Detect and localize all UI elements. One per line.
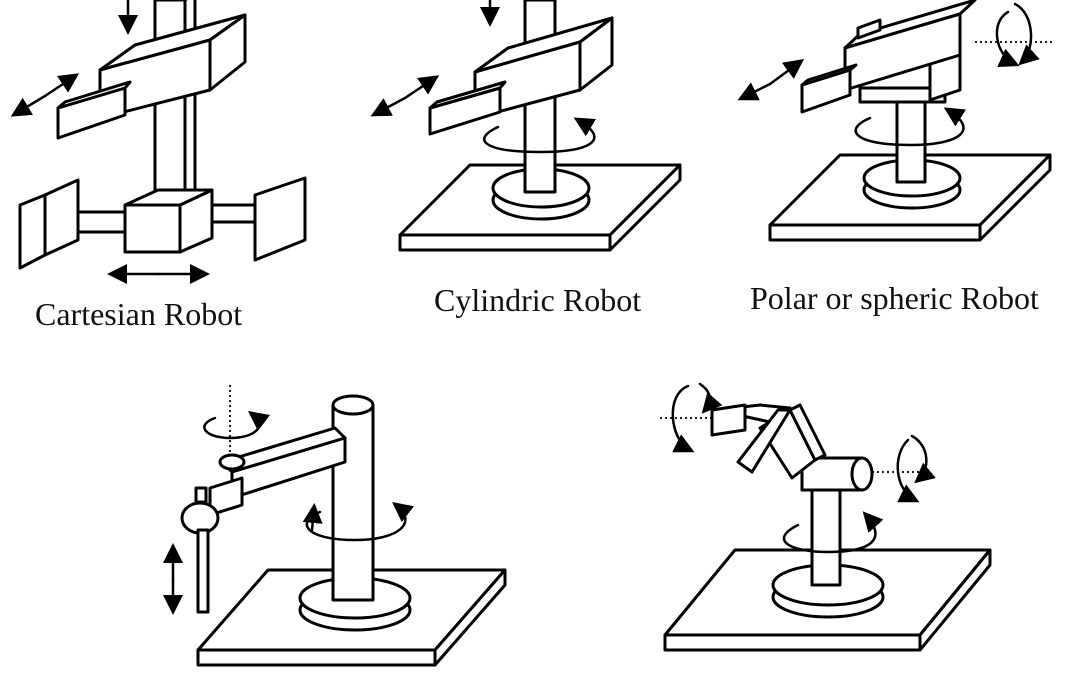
polar-robot-label: Polar or spheric Robot (750, 280, 1039, 316)
cylindric-robot-label: Cylindric Robot (434, 282, 642, 318)
cylindric-robot-drawing (370, 0, 682, 252)
polar-robot-drawing (737, 0, 1055, 242)
rotation-arrow (483, 117, 596, 154)
cartesian-robot-drawing (10, 0, 307, 284)
articulated-robot-drawing (660, 382, 992, 652)
cartesian-robot-label: Cartesian Robot (35, 296, 243, 332)
scara-robot-drawing (163, 385, 507, 667)
diagonal-motion-arrow (43, 73, 80, 98)
